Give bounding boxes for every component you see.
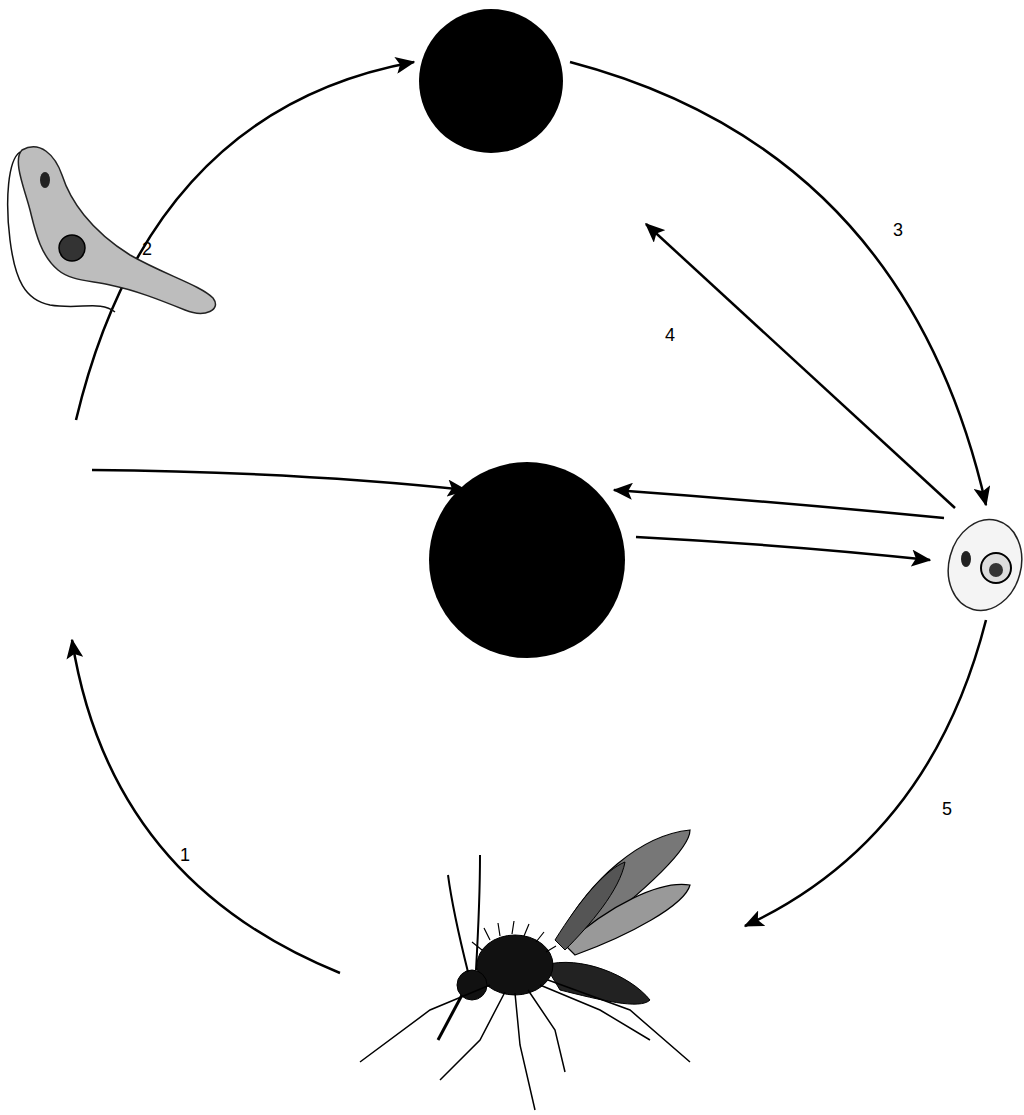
promastigote (8, 147, 216, 313)
sandfly (360, 830, 690, 1110)
host-cell-circle (419, 9, 563, 153)
callout-number: 1 (180, 846, 190, 864)
callout-number: 3 (893, 221, 903, 239)
callout-number: 4 (665, 326, 675, 344)
callout-number: 5 (942, 800, 952, 818)
host-cell-circle (429, 462, 625, 658)
callout-number: 2 (142, 240, 152, 258)
cycle-arrows (72, 62, 986, 973)
amastigote (938, 511, 1024, 619)
